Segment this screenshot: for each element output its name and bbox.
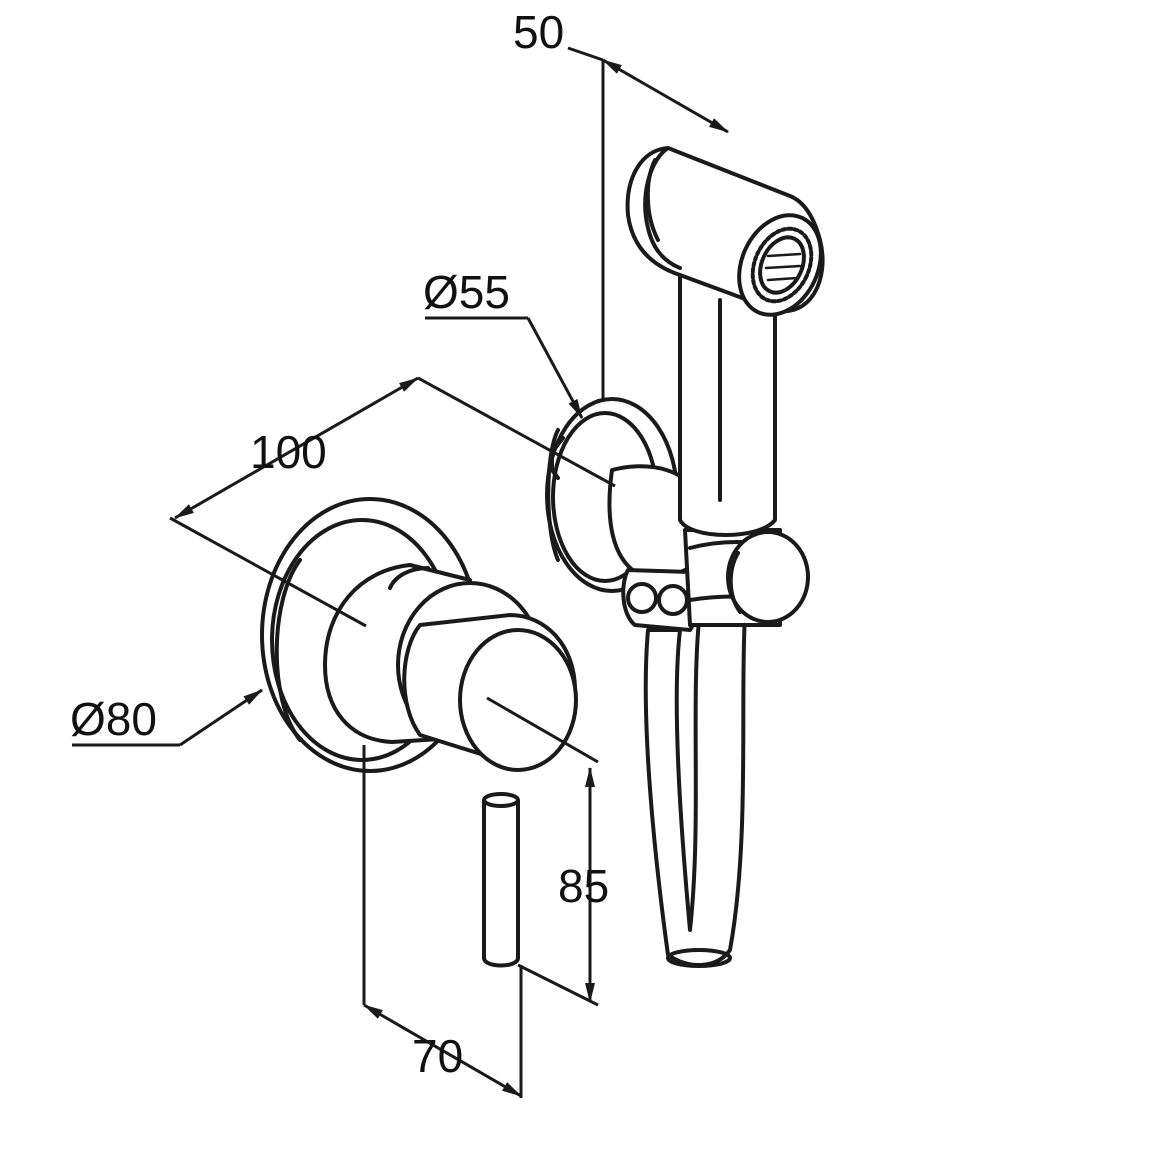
dimension-label-80: Ø80 [70, 693, 157, 745]
mixer-lever [482, 792, 520, 968]
holder-clamp [683, 528, 810, 627]
spray-face [737, 213, 823, 317]
dimension-label-70: 70 [412, 1030, 463, 1082]
dimension-label-100: 100 [250, 426, 327, 478]
dimension-85: 85 [486, 696, 609, 1007]
dimension-80: Ø80 [70, 688, 263, 747]
dimension-label-85: 85 [558, 860, 609, 912]
hose [643, 608, 747, 968]
dimension-label-50: 50 [513, 6, 564, 58]
wall-connection [550, 436, 565, 480]
dimension-55: Ø55 [423, 266, 584, 419]
hand-shower-handle [678, 270, 777, 537]
dimension-100: 100 [169, 376, 616, 628]
dimension-50: 50 [513, 6, 729, 400]
dimension-70: 70 [362, 745, 523, 1098]
dimension-label-55: Ø55 [423, 266, 510, 318]
